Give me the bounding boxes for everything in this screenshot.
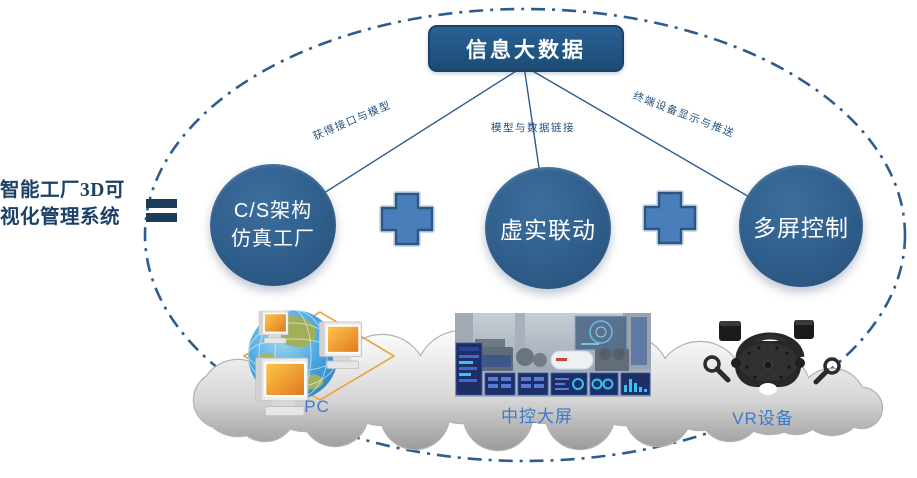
- plus-icon-right: [642, 190, 698, 246]
- vr-base-station: [719, 320, 814, 341]
- system-title-line1: 智能工厂3D可: [0, 180, 125, 201]
- control-room-screen-icon: [455, 313, 651, 397]
- module-label-line: 多屏控制: [753, 215, 849, 241]
- node-big-data-label: 信息大数据: [466, 38, 586, 62]
- pc-network-icon: [242, 310, 396, 417]
- module-label-line: 虚实联动: [500, 217, 596, 243]
- module-circle-virtual-real: 虚实联动: [485, 167, 611, 289]
- module-circle-multiscreen: 多屏控制: [739, 165, 863, 287]
- device-label-control-screen: 中控大屏: [501, 407, 573, 426]
- system-title-line2: 视化管理系统: [0, 207, 121, 228]
- equals-icon: [146, 199, 177, 227]
- module-label-line: C/S架构: [233, 200, 313, 222]
- device-label-pc: PC: [304, 397, 330, 416]
- device-label-vr: VR设备: [732, 409, 794, 428]
- boundary-ellipse: [143, 7, 907, 463]
- module-circle-cs-factory: C/S架构 仿真工厂: [210, 164, 336, 286]
- vr-headset-icon: [703, 320, 841, 395]
- plus-icon-left: [379, 191, 435, 247]
- connector-label-middle: 模型与数据链接: [491, 123, 575, 134]
- vr-controller: [703, 355, 841, 385]
- node-big-data: 信息大数据: [428, 25, 624, 72]
- module-label-line: 仿真工厂: [231, 228, 315, 250]
- system-title: 智能工厂3D可 视化管理系统: [0, 177, 152, 231]
